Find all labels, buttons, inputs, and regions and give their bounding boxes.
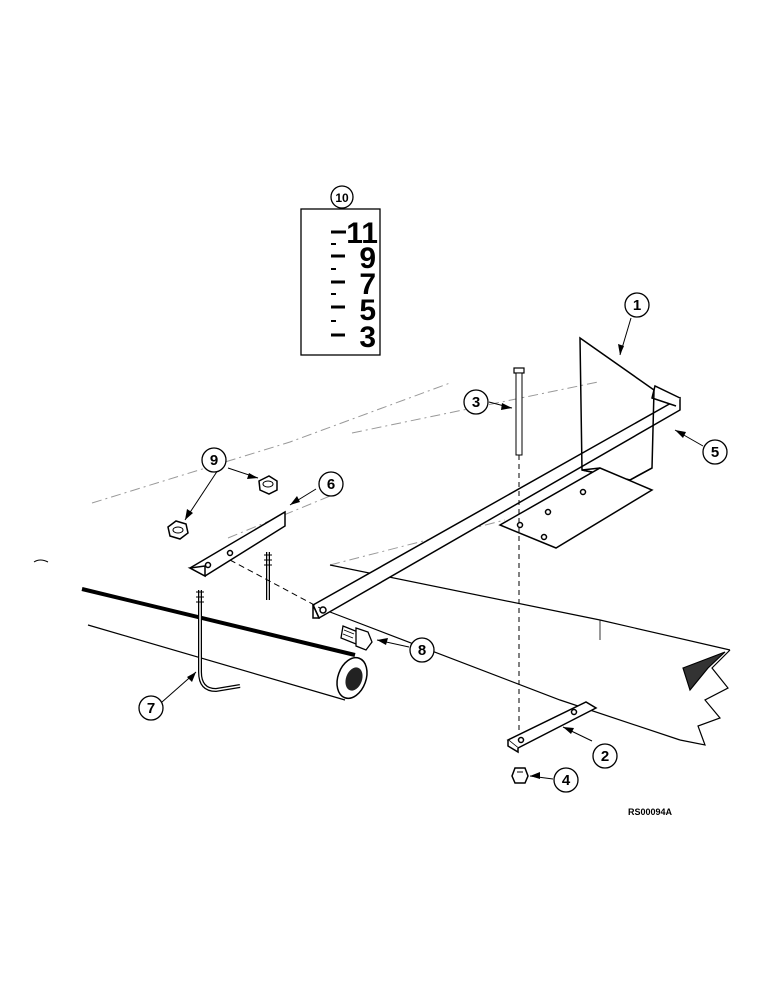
arrowhead: [675, 430, 686, 438]
u-bolt-plate-end: [187, 565, 206, 578]
callout-number: 8: [418, 642, 426, 659]
drawing-code: RS00094A: [628, 807, 673, 817]
clamp-plate-hole: [570, 708, 578, 716]
callout-9: 9: [201, 447, 227, 473]
arrowhead: [185, 509, 193, 520]
support-bar-hole: [319, 606, 327, 614]
callout-circle: [592, 743, 618, 769]
beam-broken-end: [679, 649, 731, 746]
nut-9b: [167, 520, 189, 540]
callout-4: 4: [553, 767, 579, 793]
bracket-base: [498, 467, 654, 549]
leader-arrowheads: [185, 344, 686, 779]
callout-10: 10: [330, 185, 354, 209]
tube-break-mark: [33, 559, 49, 563]
bracket-corner: [581, 467, 601, 471]
clamp-plate: [506, 701, 598, 754]
decal-number: 5: [359, 294, 376, 327]
u-bolt-highlight: [199, 590, 241, 691]
clamp-plate-hole: [517, 736, 525, 744]
nut-9b-hole: [172, 526, 184, 534]
bracket-hole: [544, 508, 552, 516]
callout-5: 5: [702, 439, 728, 465]
frame-upper-edge: [91, 382, 451, 504]
callout-number: 2: [601, 748, 609, 765]
callout-number: 10: [335, 191, 349, 205]
bracket-hole: [579, 488, 587, 496]
arrowhead: [563, 727, 574, 734]
mounting-bracket: [498, 336, 655, 549]
u-bolt-plate: [187, 510, 286, 578]
nut-9a: [258, 475, 278, 495]
u-bolt-plate-hole: [226, 549, 234, 557]
round-tube: [33, 559, 368, 701]
u-bolt: [196, 552, 272, 693]
bracket-hole: [540, 533, 548, 541]
callout-circle: [409, 637, 435, 663]
decal-number: 3: [359, 321, 376, 354]
main-beam: [329, 564, 731, 746]
tube-bottom-edge: [87, 624, 346, 701]
assembly-alignment-line: [229, 559, 321, 609]
callout-2: 2: [592, 743, 618, 769]
scale-decal: 11 9 7 5 3: [300, 208, 381, 356]
tube-top-edge: [81, 587, 356, 657]
hex-bolt-head: [355, 627, 373, 651]
callout-number: 7: [147, 700, 155, 717]
arrowhead: [290, 496, 300, 505]
callout-number: 3: [472, 394, 480, 411]
callout-number: 1: [633, 297, 641, 314]
u-bolt-left-leg: [198, 590, 241, 693]
lock-nuts: [167, 475, 278, 540]
callout-circle: [553, 767, 579, 793]
tube-end-hole: [345, 667, 363, 691]
arrowhead: [377, 638, 388, 645]
long-bolt-shank: [515, 372, 523, 456]
callout-8: 8: [409, 637, 435, 663]
support-bar-body: [312, 396, 681, 620]
callout-number: 4: [562, 772, 571, 789]
clamp-plate-edge: [507, 740, 519, 754]
callout-3: 3: [463, 389, 489, 415]
nut-4-body: [511, 767, 529, 784]
decal-number: 11: [346, 217, 378, 250]
nut-4: [511, 767, 529, 784]
support-bar: [312, 384, 681, 620]
beam-bottom-edge: [329, 611, 681, 741]
decal-number: 9: [359, 242, 376, 275]
callout-7: 7: [138, 695, 164, 721]
callouts: 10 1 3 5 9 6 8 7: [138, 185, 728, 793]
hex-bolt: [340, 625, 373, 651]
u-bolt-threads: [196, 554, 272, 603]
callout-circle: [318, 471, 344, 497]
arrowhead: [618, 344, 624, 355]
nut-9a-hole: [262, 480, 274, 488]
decal-border: [300, 208, 381, 356]
support-bar-end: [312, 604, 321, 619]
support-bar-hook: [651, 384, 681, 407]
long-bolt-head: [513, 367, 525, 374]
decal-number: 7: [359, 268, 376, 301]
callout-number: 5: [711, 444, 719, 461]
hex-bolt-threads: [342, 629, 355, 639]
u-bolt-plate-hole: [204, 561, 212, 569]
callout-circle: [624, 292, 650, 318]
arrowhead: [187, 672, 196, 682]
arrowhead: [530, 772, 540, 779]
callout-number: 6: [327, 476, 335, 493]
arrowhead: [501, 403, 512, 410]
callout-1: 1: [624, 292, 650, 318]
callout-number: 9: [210, 452, 218, 469]
arrowhead: [247, 473, 258, 479]
callout-circle: [201, 447, 227, 473]
long-bolt: [513, 367, 525, 740]
beam-end-shading: [682, 651, 726, 692]
callout-circle: [702, 439, 728, 465]
callout-circle: [330, 185, 354, 209]
callout-6: 6: [318, 471, 344, 497]
callout-circle: [138, 695, 164, 721]
bracket-hole: [516, 521, 524, 529]
callout-circle: [463, 389, 489, 415]
